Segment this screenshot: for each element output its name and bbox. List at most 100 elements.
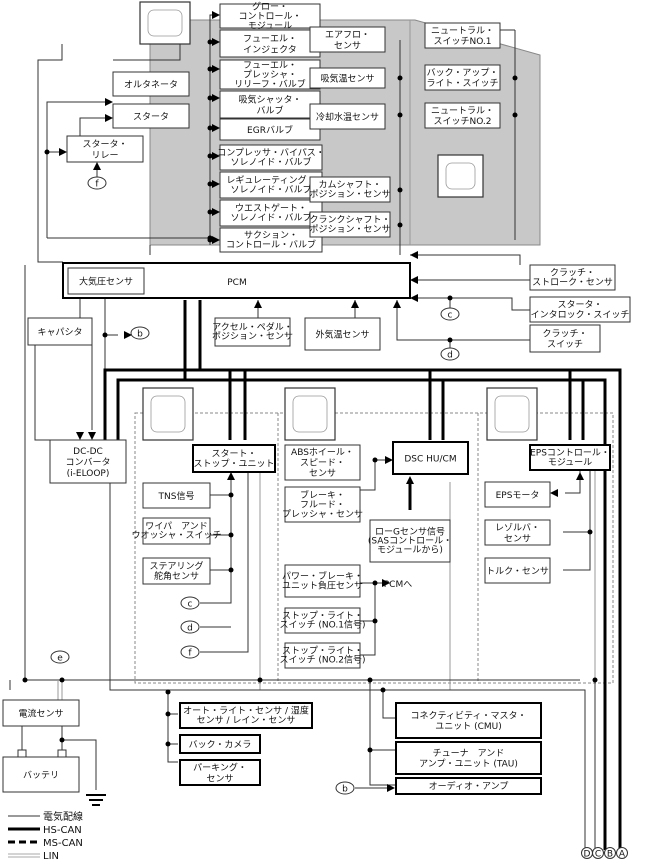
legend-label: 電気配線	[43, 810, 83, 823]
connector-b	[335, 781, 355, 795]
connector-f-label: f	[188, 649, 192, 659]
low-g-sensor-box[interactable]: ローGセンサ信号(SASコントロール・モジュールから)	[368, 519, 452, 563]
actuator-box[interactable]: サクション・コントロール・バルブ	[219, 227, 323, 253]
transmission-switch-box-label: バック・アップ・	[427, 67, 499, 78]
alternator-box[interactable]: オルタネータ	[112, 71, 190, 97]
actuator-box[interactable]: フューエル・インジェクタ	[219, 29, 321, 58]
capacitor-box[interactable]: キャパシタ	[27, 317, 93, 346]
stop-light-switch-no1-box[interactable]: ストップ・ライト・スイッチ (NO.1信号)	[280, 607, 366, 634]
tns-signal-box[interactable]: TNS信号	[142, 482, 211, 509]
infotainment-box[interactable]: オーディオ・アンプ	[395, 777, 542, 795]
brake-fluid-pressure-sensor-box[interactable]: ブレーキ・フルード・プレッシャ・センサ	[282, 486, 363, 523]
starter-interlock-switch-box[interactable]: スタータ・インタロック・スイッチ	[529, 296, 631, 323]
actuator-box-frame	[219, 29, 321, 58]
body-module-box-label: オート・ライト・センサ / 湿度	[183, 705, 309, 717]
arrow-icon	[212, 208, 220, 216]
starter-box[interactable]: スタータ	[112, 103, 190, 129]
brake-booster-vacuum-sensor-box[interactable]: パワー・ブレーキ・ユニット負圧センサ	[282, 564, 363, 598]
infotainment-box-label: チューナ アンド	[433, 748, 505, 759]
body-module-box[interactable]: バック・カメラ	[179, 734, 261, 754]
resolver-sensor-box[interactable]: レゾルバ・センサ	[484, 519, 551, 546]
ambient-temp-sensor-box-label: 外気温センサ	[315, 328, 369, 340]
ambient-temp-sensor-box[interactable]: 外気温センサ	[304, 317, 381, 351]
transmission-image	[437, 154, 484, 198]
starter-relay-box-label: スタータ・	[82, 139, 127, 150]
battery-box[interactable]: バッテリ	[2, 756, 80, 793]
arrow-icon	[382, 579, 390, 587]
body-module-box[interactable]: パーキング・センサ	[179, 759, 261, 786]
eps-control-module-box[interactable]: EPSコントロール・モジュール	[529, 444, 611, 471]
wire	[200, 595, 232, 604]
torque-sensor-box[interactable]: トルク・センサ	[484, 557, 551, 584]
steering-angle-sensor-box-label: ステアリング	[149, 560, 203, 572]
accel-pedal-sensor-box-frame	[214, 317, 291, 347]
clutch-stroke-sensor-box-label: ストローク・センサ	[532, 277, 613, 288]
engine-sensor-box[interactable]: エアフロ・センサ	[309, 26, 386, 53]
eps-motor-box[interactable]: EPSモータ	[484, 481, 551, 508]
transmission-switch-box[interactable]: バック・アップ・ライト・スイッチ	[424, 64, 501, 91]
torque-sensor-box-label: トルク・センサ	[486, 566, 549, 577]
baro-sensor-box[interactable]: 大気圧センサ	[67, 267, 145, 295]
starter-relay-box[interactable]: スタータ・リレー	[66, 135, 144, 163]
baro-sensor-box-frame	[67, 267, 145, 295]
clutch-stroke-sensor-box[interactable]: クラッチ・ストローク・センサ	[529, 264, 616, 291]
engine-sensor-box[interactable]: クランクシャフト・ポジション・センサ	[309, 211, 391, 238]
actuator-box[interactable]: 吸気シャッタ・バルブ	[219, 90, 321, 119]
transmission-switch-box[interactable]: ニュートラル・スイッチNO.2	[424, 102, 501, 129]
actuator-box[interactable]: コンプレッサ・バイパス・ソレノイド・バルブ	[217, 144, 325, 171]
infotainment-box-label: アンプ・ユニット (TAU)	[419, 758, 518, 769]
junction-dot	[512, 112, 518, 118]
accel-pedal-sensor-box[interactable]: アクセル・ペダル・ポジション・センサ	[212, 317, 293, 347]
clutch-switch-box[interactable]: クラッチ・スイッチ	[529, 324, 601, 353]
start-stop-unit-box[interactable]: スタート・ストップ・ユニット	[192, 444, 276, 473]
steering-angle-sensor-box-frame	[142, 557, 211, 585]
actuator-box[interactable]: フューエル・プレッシャ・リリーフ・バルブ	[219, 59, 321, 90]
actuator-box-label: グロー・	[252, 0, 288, 12]
body-module-box-frame	[179, 702, 313, 729]
edge-connector-label: C	[595, 850, 601, 860]
ambient-temp-sensor-box-frame	[304, 317, 381, 351]
actuator-box-label: バルブ	[256, 104, 283, 116]
junction-dot	[587, 529, 593, 535]
dsc-hucm-box[interactable]: DSC HU/CM	[392, 441, 469, 475]
engine-sensor-box[interactable]: 吸気温センサ	[309, 67, 386, 89]
tns-signal-box-label: TNS信号	[158, 490, 195, 502]
actuator-box[interactable]: グロー・コントロール・モジュール	[219, 0, 321, 31]
resolver-sensor-box-frame	[484, 519, 551, 546]
engine-sensor-box-frame	[309, 67, 386, 89]
arrow-icon	[105, 114, 113, 122]
steering-wheel-image-glyph	[494, 395, 530, 433]
engine-sensor-box[interactable]: 冷却水温センサ	[309, 103, 386, 130]
stop-light-switch-no2-box[interactable]: ストップ・ライト・スイッチ (NO.2信号)	[280, 642, 366, 669]
arrow-icon	[385, 456, 393, 464]
transmission-switch-box-frame	[424, 22, 501, 49]
actuator-box[interactable]: ウエストゲート・ソレノイド・バルブ	[219, 199, 323, 227]
engine-sensor-box[interactable]: カムシャフト・ポジション・センサ	[309, 176, 391, 203]
transmission-switch-box[interactable]: ニュートラル・スイッチNO.1	[424, 22, 501, 49]
arrow-icon	[212, 11, 220, 19]
engine-sensor-box-label: カムシャフト・	[318, 180, 381, 191]
brake-fluid-pressure-sensor-box-label: フルード・	[300, 500, 345, 510]
actuator-box[interactable]: レギュレーティング・ソレノイド・バルブ	[219, 171, 323, 199]
wire	[167, 692, 178, 763]
wire	[46, 101, 108, 238]
body-module-box-label: センサ / レイン・センサ	[197, 715, 296, 726]
actuator-box[interactable]: EGRバルブ	[219, 118, 321, 141]
connector-b-label: b	[137, 330, 143, 340]
wire	[185, 378, 607, 850]
abs-wheel-speed-sensor-box[interactable]: ABSホイール・スピード・センサ	[284, 444, 361, 481]
infotainment-box-frame	[395, 777, 542, 795]
current-sensor-box[interactable]: 電流センサ	[2, 699, 80, 727]
engine-image-glyph	[147, 9, 183, 37]
infotainment-box-label: ユニット (CMU)	[435, 722, 502, 732]
alternator-box-label: オルタネータ	[124, 79, 178, 90]
infotainment-box[interactable]: コネクティビティ・マスタ・ユニット (CMU)	[395, 702, 542, 739]
actuator-box-frame	[219, 199, 323, 227]
junction-dot	[102, 332, 108, 338]
